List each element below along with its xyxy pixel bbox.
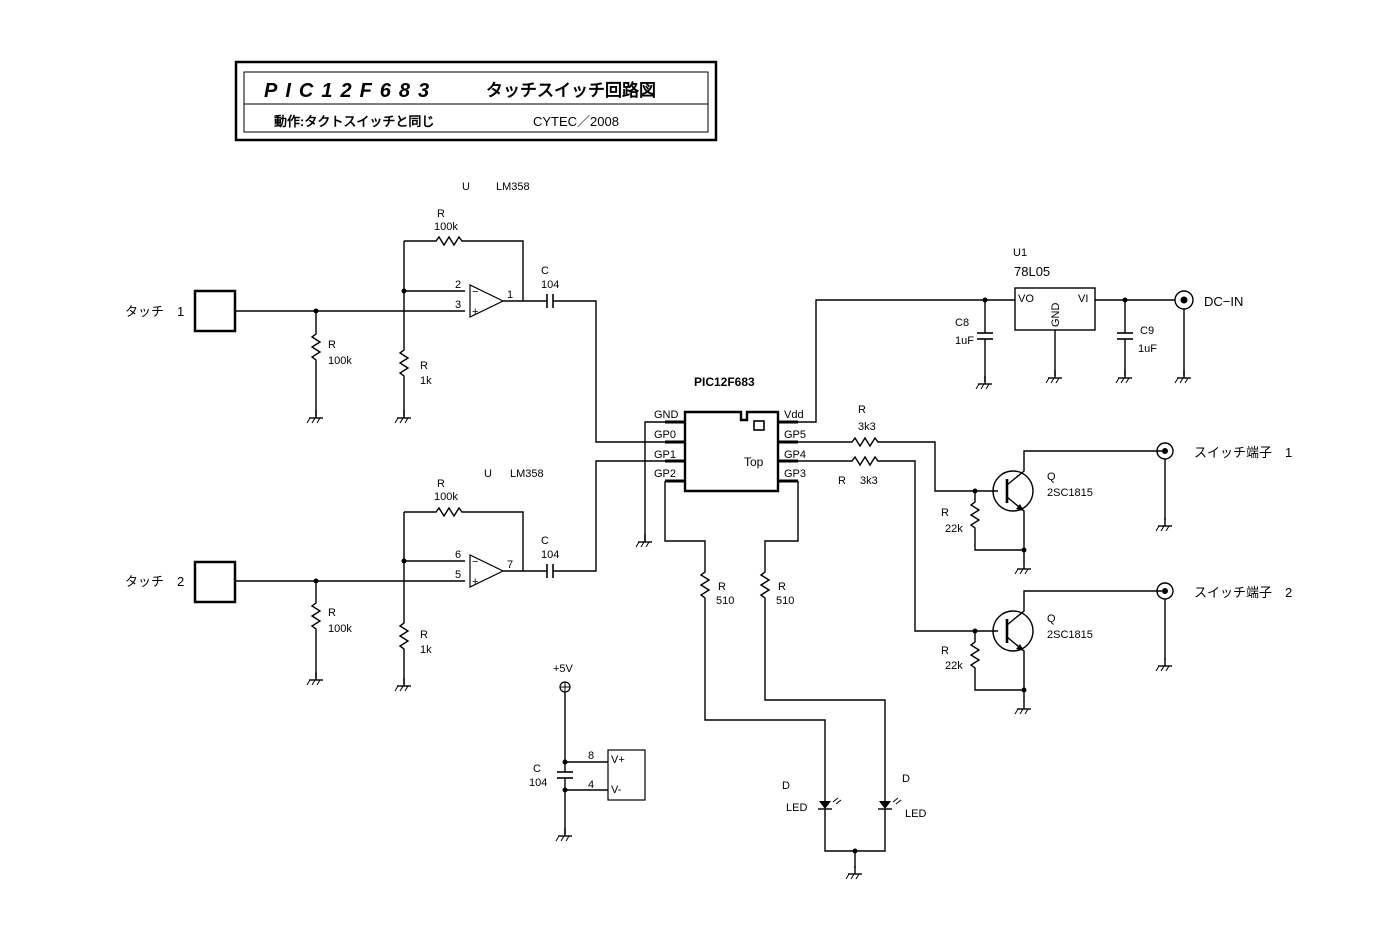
mcu-pin-gp5: GP5 [784, 429, 806, 441]
mcu-top: Top [744, 455, 764, 469]
power-section: +5V C 104 V+ V- 8 4 [529, 663, 646, 842]
title-author: CYTEC／2008 [533, 114, 619, 129]
title-block: PIC12F683 タッチスイッチ回路図 動作:タクトスイッチと同じ CYTEC… [234, 60, 718, 142]
reg-vi: VI [1078, 293, 1088, 305]
r-gnd-2-ref: R [420, 629, 428, 641]
vminus-label: V- [611, 784, 622, 796]
r-base-2-value: 3k3 [860, 475, 878, 487]
r-pull-2-value: 22k [945, 660, 963, 672]
channel-2: R 100k R 1k R 100k − + 6 5 7 U LM358 C 1… [235, 460, 665, 692]
opamp-1 [469, 284, 505, 318]
mcu-pin-gnd: GND [654, 409, 679, 421]
output-2: R 3k3 R 22k Q 2SC1815 スイッチ端子 2 [798, 455, 1292, 715]
mcu-pin-gp0: GP0 [654, 429, 676, 441]
opamp-2-minus: − [472, 556, 478, 568]
r-pull-1-value: 22k [945, 523, 963, 535]
switch-1-label: スイッチ端子 1 [1194, 445, 1292, 460]
led-2-value: LED [905, 808, 926, 820]
switch-2-label: スイッチ端子 2 [1194, 585, 1292, 600]
r-bias-1-value: 100k [328, 355, 352, 367]
led-section: R 510 R 510 D LED D LED [664, 481, 926, 880]
c-2-value: 104 [541, 549, 559, 561]
opamp-2-plus: + [472, 576, 478, 588]
r-fb-2-value: 100k [434, 491, 458, 503]
mcu-pin-gp3: GP3 [784, 468, 806, 480]
r-bias-1-ref: R [328, 339, 336, 351]
mcu-pin-gp4: GP4 [784, 449, 806, 461]
mcu-pin-gp1: GP1 [654, 449, 676, 461]
c-1-ref: C [541, 265, 549, 277]
opamp-2-value: LM358 [510, 468, 544, 480]
r-base-2-ref: R [838, 475, 846, 487]
opamp-2-pin-out: 7 [507, 559, 513, 571]
q-1-ref: Q [1047, 471, 1056, 483]
r-gnd-2-value: 1k [420, 644, 432, 656]
q-1-value: 2SC1815 [1047, 487, 1093, 499]
opamp-1-pin-out: 1 [507, 289, 513, 301]
opamp-2 [469, 554, 505, 588]
title-text: タッチスイッチ回路図 [486, 80, 656, 100]
opamp-1-minus: − [472, 286, 478, 298]
c-2-ref: C [541, 535, 549, 547]
output-1: R 3k3 R 22k Q 2SC1815 スイッチ端子 1 [798, 404, 1292, 575]
r-gnd-1-value: 1k [420, 375, 432, 387]
dc-in-label: DC−IN [1204, 294, 1243, 309]
opamp-2-ref: U [484, 468, 492, 480]
opamp-1-ref: U [462, 181, 470, 193]
touch-2-label: タッチ 2 [125, 574, 184, 589]
touch-pad-1: タッチ 1 [125, 289, 237, 333]
r-pull-2-ref: R [941, 645, 949, 657]
title-part: PIC12F683 [264, 80, 437, 102]
mcu-pin-vdd: Vdd [784, 409, 804, 421]
mcu: PIC12F683 Top GND GP0 GP1 GP2 Vdd GP5 GP… [635, 299, 1015, 548]
c-pwr-ref: C [533, 763, 541, 775]
r-pull-1-ref: R [941, 507, 949, 519]
led-2-ref: D [902, 773, 910, 785]
opamp-1-plus: + [472, 306, 478, 318]
r-led-1-value: 510 [716, 595, 734, 607]
c9-ref: C9 [1140, 325, 1154, 337]
r-fb-1-ref: R [437, 208, 445, 220]
r-fb-1-value: 100k [434, 221, 458, 233]
q-2-value: 2SC1815 [1047, 629, 1093, 641]
reg-vo: VO [1018, 293, 1034, 305]
c-1-value: 104 [541, 279, 559, 291]
touch-pad-2: タッチ 2 [125, 560, 237, 604]
r-led-1-ref: R [718, 581, 726, 593]
reg-value: 78L05 [1014, 264, 1050, 279]
opamp-1-value: LM358 [496, 181, 530, 193]
q-2-ref: Q [1047, 613, 1056, 625]
c9-value: 1uF [1138, 343, 1157, 355]
r-bias-2-ref: R [328, 607, 336, 619]
c-pwr-value: 104 [529, 777, 547, 789]
regulator: U1 78L05 VO VI GND C8 1uF C9 1uF DC−IN [955, 247, 1243, 390]
opamp-2-pin-plus: 5 [455, 569, 461, 581]
r-fb-2-ref: R [437, 478, 445, 490]
touch-1-label: タッチ 1 [125, 304, 184, 319]
r-led-2-value: 510 [776, 595, 794, 607]
c8-ref: C8 [955, 317, 969, 329]
opamp-1-pin-minus: 2 [455, 279, 461, 291]
pin8-label: 8 [588, 750, 594, 762]
mcu-name: PIC12F683 [694, 375, 755, 389]
pin4-label: 4 [588, 779, 594, 791]
r-base-1-value: 3k3 [858, 421, 876, 433]
title-note: 動作:タクトスイッチと同じ [274, 114, 434, 129]
r-gnd-1-ref: R [420, 360, 428, 372]
vcc-label: +5V [553, 663, 574, 675]
r-led-2-ref: R [778, 581, 786, 593]
mcu-pin-gp2: GP2 [654, 468, 676, 480]
opamp-2-pin-minus: 6 [455, 549, 461, 561]
opamp-1-pin-plus: 3 [455, 299, 461, 311]
r-bias-2-value: 100k [328, 623, 352, 635]
led-1-value: LED [786, 802, 807, 814]
channel-1: R 100k R 1k R 100k − + 2 3 1 U LM358 C 1… [235, 181, 665, 443]
reg-ref: U1 [1013, 247, 1027, 259]
vplus-label: V+ [611, 754, 625, 766]
reg-gnd: GND [1050, 303, 1062, 328]
r-base-1-ref: R [858, 404, 866, 416]
c8-value: 1uF [955, 335, 974, 347]
led-1-ref: D [782, 780, 790, 792]
